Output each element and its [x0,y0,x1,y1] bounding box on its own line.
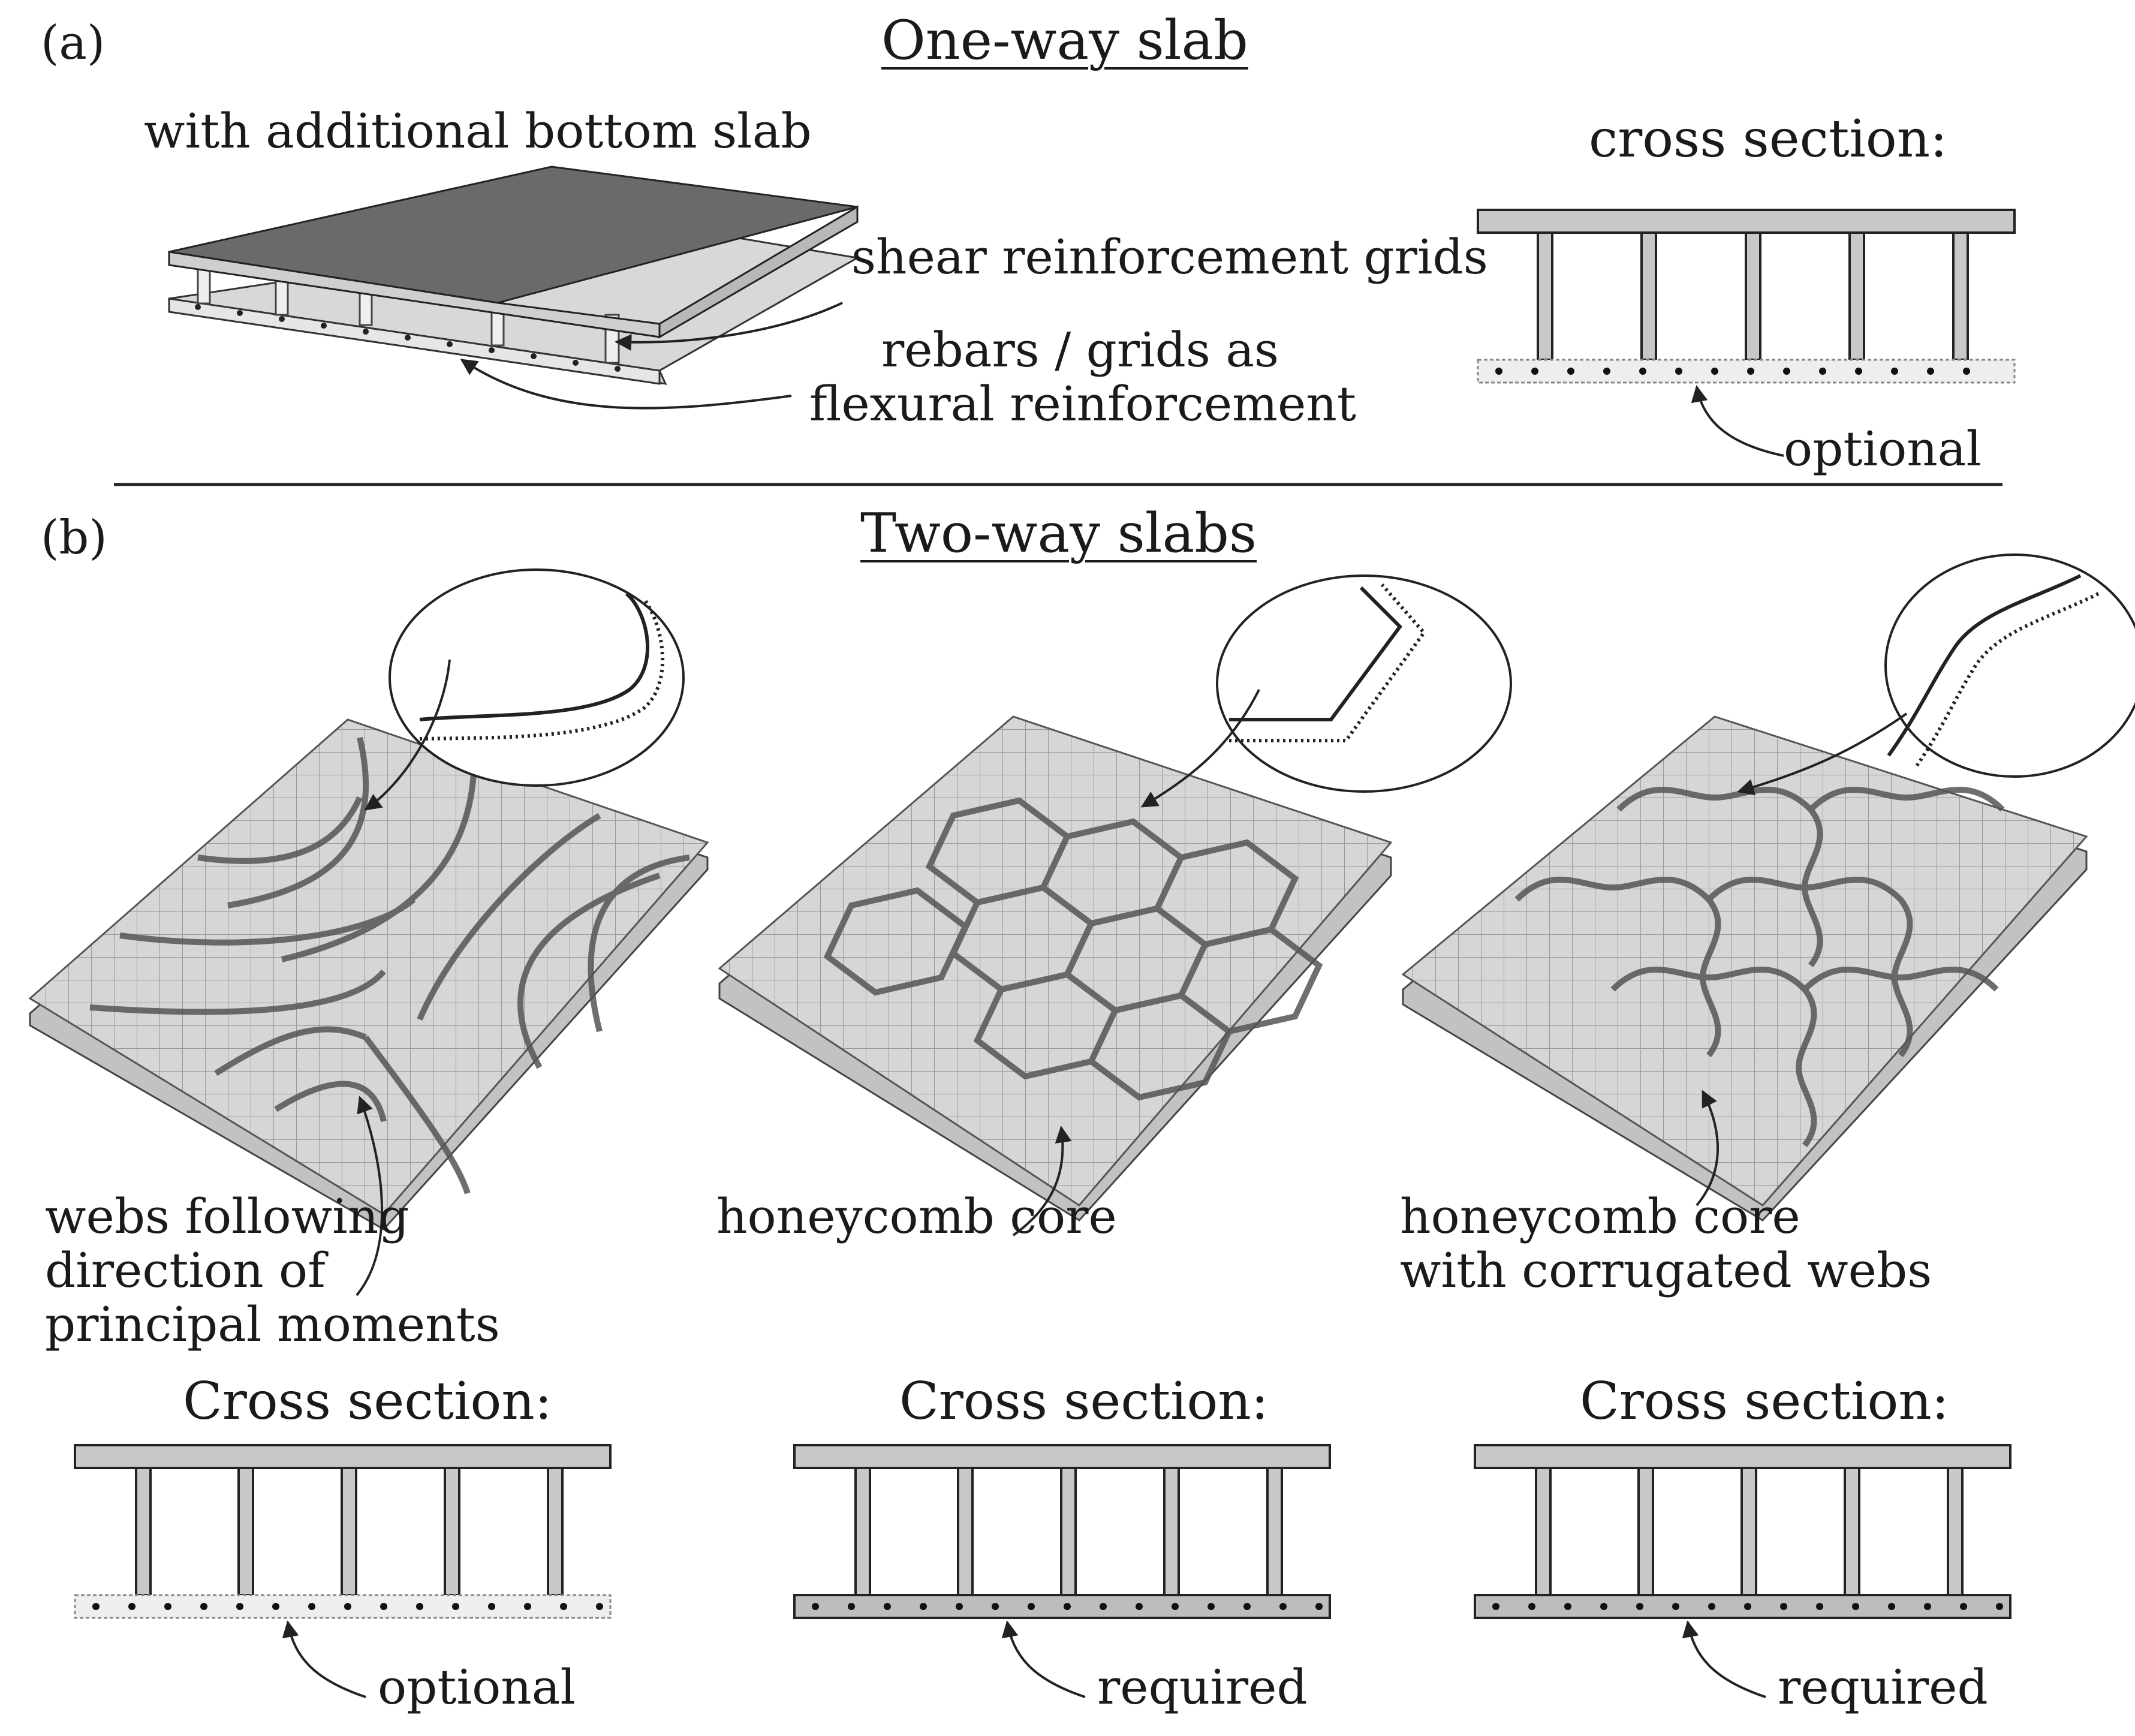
slab-principal-moments [28,568,709,1296]
shear-arrow [615,302,843,351]
note-required-b3: required [1778,1659,1988,1715]
caption-principal-3: principal moments [45,1296,500,1352]
caption-principal-2: direction of [45,1242,326,1298]
slab-corrugated [1401,553,2135,1221]
panel-a-title: One-way slab [881,9,1248,72]
cross-section-b1 [74,1444,612,1698]
cross-section-label-3: Cross section: [1580,1371,1949,1431]
rebar-callout-line1: rebars / grids as [881,322,1279,378]
note-required-b2: required [1097,1659,1308,1715]
cross-section-a [1477,209,2016,457]
panel-a-optional-note: optional [1784,421,1982,477]
caption-honeycomb: honeycomb core [716,1189,1117,1244]
cross-section-label-1: Cross section: [183,1371,552,1431]
rebar-callout-line2: flexural reinforcement [809,376,1357,432]
cross-section-label-2: Cross section: [899,1371,1269,1431]
one-way-slab-3d [168,166,860,385]
note-optional-b1: optional [378,1659,576,1715]
panel-a-subtitle: with additional bottom slab [144,103,812,159]
caption-corrugated-1: honeycomb core [1400,1189,1800,1244]
slab-honeycomb [718,574,1512,1236]
panel-b-title: Two-way slabs [860,502,1257,565]
caption-corrugated-2: with corrugated webs [1400,1242,1932,1298]
panel-b-letter: (b) [41,511,107,565]
cross-section-b2 [793,1444,1331,1698]
panel-a-letter: (a) [41,16,106,70]
caption-principal-1: webs following [45,1189,409,1244]
rebar-arrow [460,359,792,410]
cross-section-b3 [1474,1444,2011,1698]
panel-a-cross-section-label: cross section: [1589,109,1948,169]
shear-callout: shear reinforcement grids [851,229,1488,285]
